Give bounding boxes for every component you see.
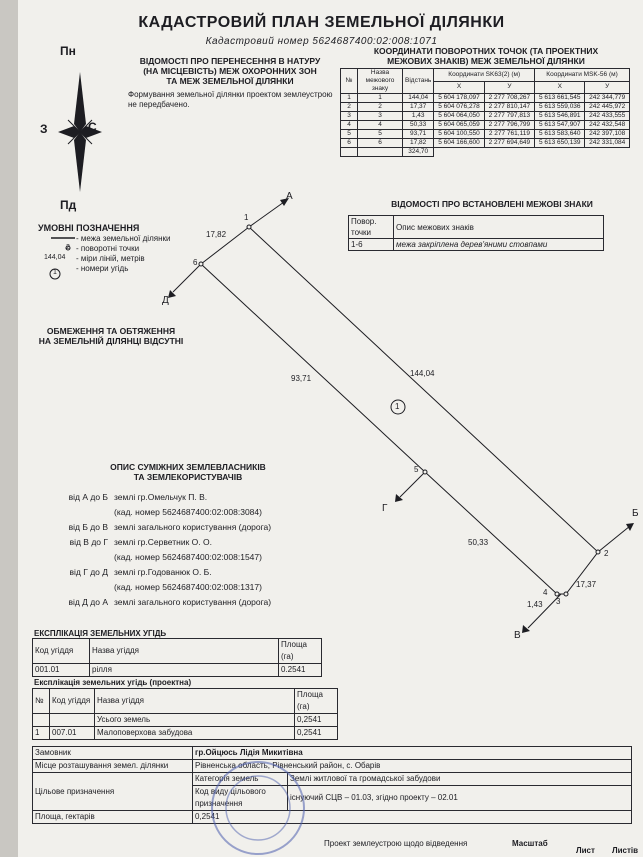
- point-5: 5: [414, 465, 419, 474]
- sheet-label: Лист: [576, 846, 595, 855]
- owner-text: землі загального користування (дорога): [114, 597, 272, 607]
- owner-cadastral: (кад. номер 5624687400:02:008:3084): [114, 507, 262, 517]
- document-page: КАДАСТРОВИЙ ПЛАН ЗЕМЕЛЬНОЇ ДІЛЯНКИ Кадас…: [18, 0, 643, 857]
- markers-title: ВІДОМОСТІ ПРО ВСТАНОВЛЕНІ МЕЖОВІ ЗНАКИ: [391, 199, 593, 209]
- owner-cadastral: (кад. номер 5624687400:02:008:1317): [114, 582, 262, 592]
- cadastral-number: Кадастровий номер 5624687400:02:008:1071: [205, 36, 438, 47]
- legend-symbols: [49, 237, 75, 280]
- point-2: 2: [604, 549, 609, 558]
- owner-range: від В до Г: [69, 537, 108, 547]
- restrictions-note: ОБМЕЖЕННЯ ТА ОБТЯЖЕННЯ НА ЗЕМЕЛЬНІЙ ДІЛЯ…: [38, 326, 184, 346]
- project-label: Проект землеустрою щодо відведення: [324, 839, 468, 848]
- owner-cadastral: (кад. номер 5624687400:02:008:1547): [114, 552, 262, 562]
- survey-body: Формування земельної ділянки проектом зе…: [128, 90, 333, 109]
- dist-6-1: 17,82: [206, 230, 227, 239]
- parcel-plan-drawing: [168, 198, 634, 633]
- expl1-title: ЕКСПЛІКАЦІЯ ЗЕМЕЛЬНИХ УГІДЬ: [34, 629, 167, 638]
- corner-d: Д: [162, 295, 169, 306]
- owner-range: від Г до Д: [69, 567, 109, 577]
- owner-text: землі гр.Годованюк О. Б.: [114, 567, 212, 577]
- dist-3-4: 1,43: [527, 600, 543, 609]
- legend-title: УМОВНІ ПОЗНАЧЕННЯ: [38, 223, 140, 233]
- point-3: 3: [556, 597, 561, 606]
- official-seal-icon: [211, 761, 305, 855]
- corner-b: Б: [632, 508, 639, 519]
- dist-2-3: 17,37: [576, 580, 597, 589]
- coords-title: КООРДИНАТИ ПОВОРОТНИХ ТОЧОК (ТА ПРОЕКТНИ…: [373, 46, 599, 66]
- corner-a: А: [286, 191, 293, 202]
- dist-5-4: 50,33: [468, 538, 489, 547]
- coords-table: № Назва межового знаку Відстань Координа…: [340, 68, 630, 157]
- owner-range: від А до Б: [68, 492, 108, 502]
- compass-east: С: [88, 120, 97, 134]
- owner-range: від Б до В: [68, 522, 108, 532]
- document-title: КАДАСТРОВИЙ ПЛАН ЗЕМЕЛЬНОЇ ДІЛЯНКИ: [138, 14, 505, 31]
- corner-g: Г: [382, 503, 388, 514]
- sheets-label: Листів: [612, 846, 639, 855]
- owners-title: ОПИС СУМІЖНИХ ЗЕМЛЕВЛАСНИКІВ ТА ЗЕМЛЕКОР…: [110, 462, 266, 482]
- owner-range: від Д до А: [68, 597, 108, 607]
- owner-text: землі загального користування (дорога): [114, 522, 272, 532]
- point-4: 4: [543, 588, 548, 597]
- parcel-number: 1: [395, 402, 400, 411]
- coords-total-row: 324,70: [340, 147, 630, 157]
- owner-text: землі гр.Омельчук П. В.: [114, 492, 208, 502]
- owner-text: землі гр.Серветник О. О.: [114, 537, 212, 547]
- compass-south: Пд: [60, 198, 77, 212]
- point-1: 1: [244, 213, 249, 222]
- corner-v: В: [514, 630, 521, 641]
- compass-rose-icon: [58, 72, 102, 192]
- scale-label: Масштаб: [512, 839, 548, 848]
- survey-title: ВІДОМОСТІ ПРО ПЕРЕНЕСЕННЯ В НАТУРУ (НА М…: [139, 56, 321, 86]
- point-6: 6: [193, 258, 198, 267]
- compass-west: З: [40, 122, 48, 136]
- expl2-title: Експлікація земельних угідь (проектна): [34, 678, 192, 687]
- dist-6-5: 93,71: [291, 374, 312, 383]
- legend-items: - межа земельної ділянки - поворотні точ…: [76, 234, 171, 273]
- dist-1-2: 144,04: [410, 369, 435, 378]
- compass-north: Пн: [60, 44, 76, 58]
